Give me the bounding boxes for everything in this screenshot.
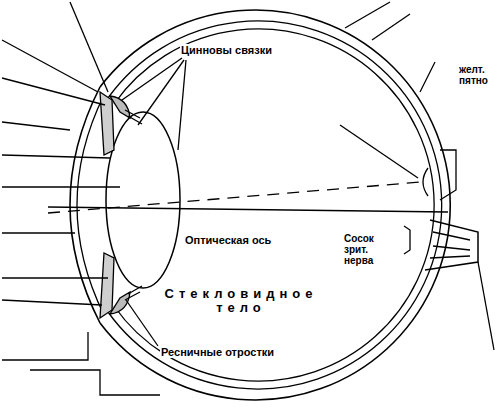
choroid-line [108,21,442,389]
leader-line [138,60,184,125]
ciliary-upper [110,96,130,118]
leader-line [2,332,88,360]
leader-line [340,125,418,178]
leader-line [420,62,435,92]
part-label: Оптическая ось [184,234,296,246]
leader-line [478,262,494,350]
part-label: желт. пятно [458,64,496,86]
fovea-dip [423,168,428,196]
leader-line [345,2,390,28]
bracket [404,226,410,254]
part-label: Цинновы связки [180,44,302,56]
ciliary-lower [110,292,130,314]
leader-line [70,2,108,92]
part-label: Стекловидное тело [155,287,327,316]
leader-line [2,232,75,233]
sclera-outline [100,10,450,400]
leader-line [372,14,410,40]
cornea-outline [70,87,100,323]
leader-line [126,300,158,346]
leader-line [2,300,102,305]
optic-nerve [425,220,478,270]
bracket [30,370,160,395]
leader-line [2,186,120,187]
optic-nerve-fibres [430,232,470,258]
iris-lower [100,253,114,318]
cornea-inner [77,95,104,315]
bracket [440,150,456,200]
leader-line [2,122,70,130]
leader-line [2,277,108,278]
leader-line [2,155,110,158]
retina-line [114,29,434,381]
leader-line [178,60,186,150]
leader-line [2,40,98,92]
part-label: Ресничные отростки [160,346,302,358]
leader-line [2,78,105,105]
iris-upper [100,92,114,155]
lens-outline [106,112,180,288]
part-label: Сосок зрит. нерва [343,233,393,266]
leader-line [122,58,182,100]
